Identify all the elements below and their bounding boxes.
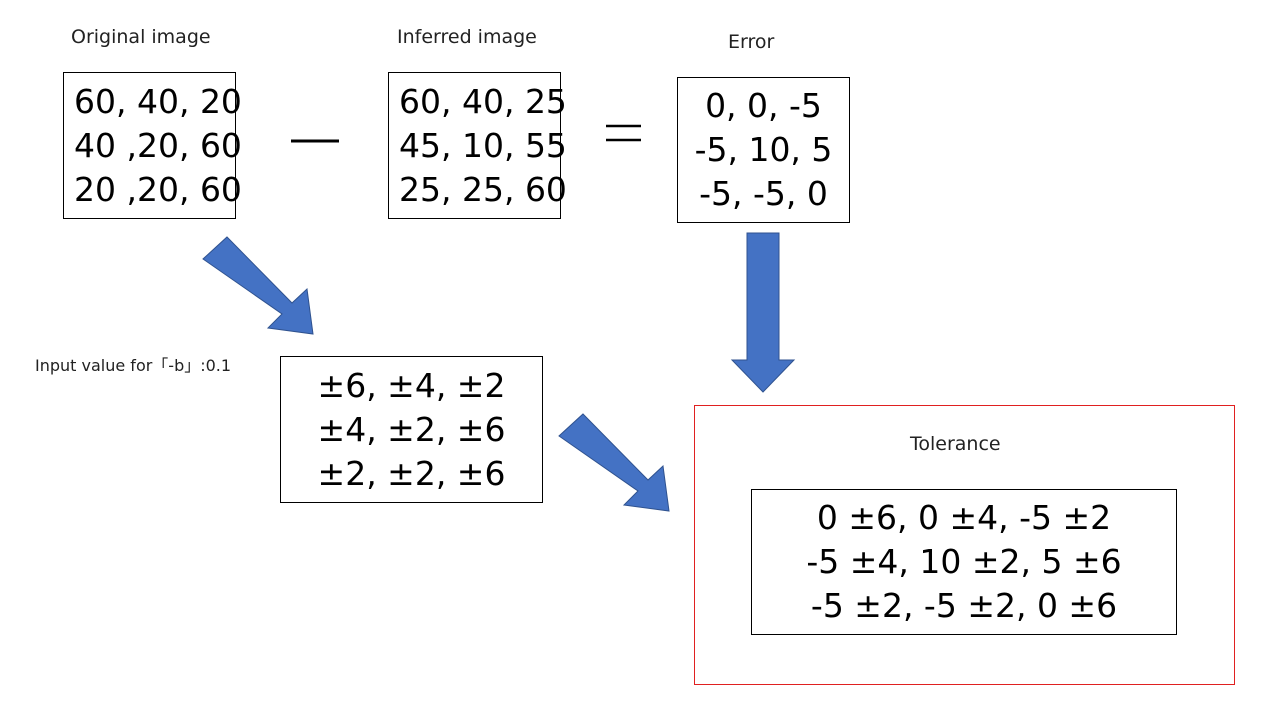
- inferred-image-title: Inferred image: [397, 26, 537, 48]
- arrow-original-to-input-icon: [202, 236, 314, 335]
- error-row-1: 0, 0, -5: [705, 86, 822, 125]
- tolerance-title: Tolerance: [910, 433, 1001, 455]
- input-value-row-1: ±6, ±4, ±2: [317, 365, 506, 405]
- error-row-3: -5, -5, 0: [699, 174, 828, 213]
- original-row-3: 20 ,20, 60: [74, 169, 242, 209]
- error-title: Error: [728, 31, 775, 53]
- arrow-input-to-tolerance-icon: [558, 413, 670, 512]
- original-row-2: 40 ,20, 60: [74, 125, 242, 165]
- tolerance-row-1: 0 ±6, 0 ±4, -5 ±2: [816, 498, 1112, 537]
- tolerance-frame: [694, 405, 1235, 685]
- error-matrix: 0, 0, -5 -5, 10, 5 -5, -5, 0: [677, 77, 850, 223]
- inferred-row-3: 25, 25, 60: [399, 169, 567, 209]
- input-value-row-2: ±4, ±2, ±6: [317, 409, 506, 449]
- original-row-1: 60, 40, 20: [74, 81, 242, 121]
- minus-operator: [291, 139, 339, 143]
- arrow-error-to-tolerance-icon: [730, 232, 796, 393]
- error-row-2: -5, 10, 5: [694, 130, 833, 169]
- original-image-matrix: 60, 40, 20 40 ,20, 60 20 ,20, 60: [63, 72, 242, 219]
- tolerance-row-3: -5 ±2, -5 ±2, 0 ±6: [810, 586, 1118, 625]
- inferred-row-2: 45, 10, 55: [399, 125, 567, 165]
- input-value-matrix: ±6, ±4, ±2 ±4, ±2, ±6 ±2, ±2, ±6: [280, 356, 543, 503]
- inferred-image-matrix: 60, 40, 25 45, 10, 55 25, 25, 60: [388, 72, 567, 219]
- input-value-row-3: ±2, ±2, ±6: [317, 453, 506, 493]
- tolerance-row-2: -5 ±4, 10 ±2, 5 ±6: [806, 542, 1122, 581]
- equals-operator: [606, 124, 641, 142]
- inferred-row-1: 60, 40, 25: [399, 81, 567, 121]
- original-image-title: Original image: [71, 26, 211, 48]
- tolerance-matrix: 0 ±6, 0 ±4, -5 ±2 -5 ±4, 10 ±2, 5 ±6 -5 …: [751, 489, 1177, 635]
- input-value-label: Input value for「-b」:0.1: [35, 356, 232, 375]
